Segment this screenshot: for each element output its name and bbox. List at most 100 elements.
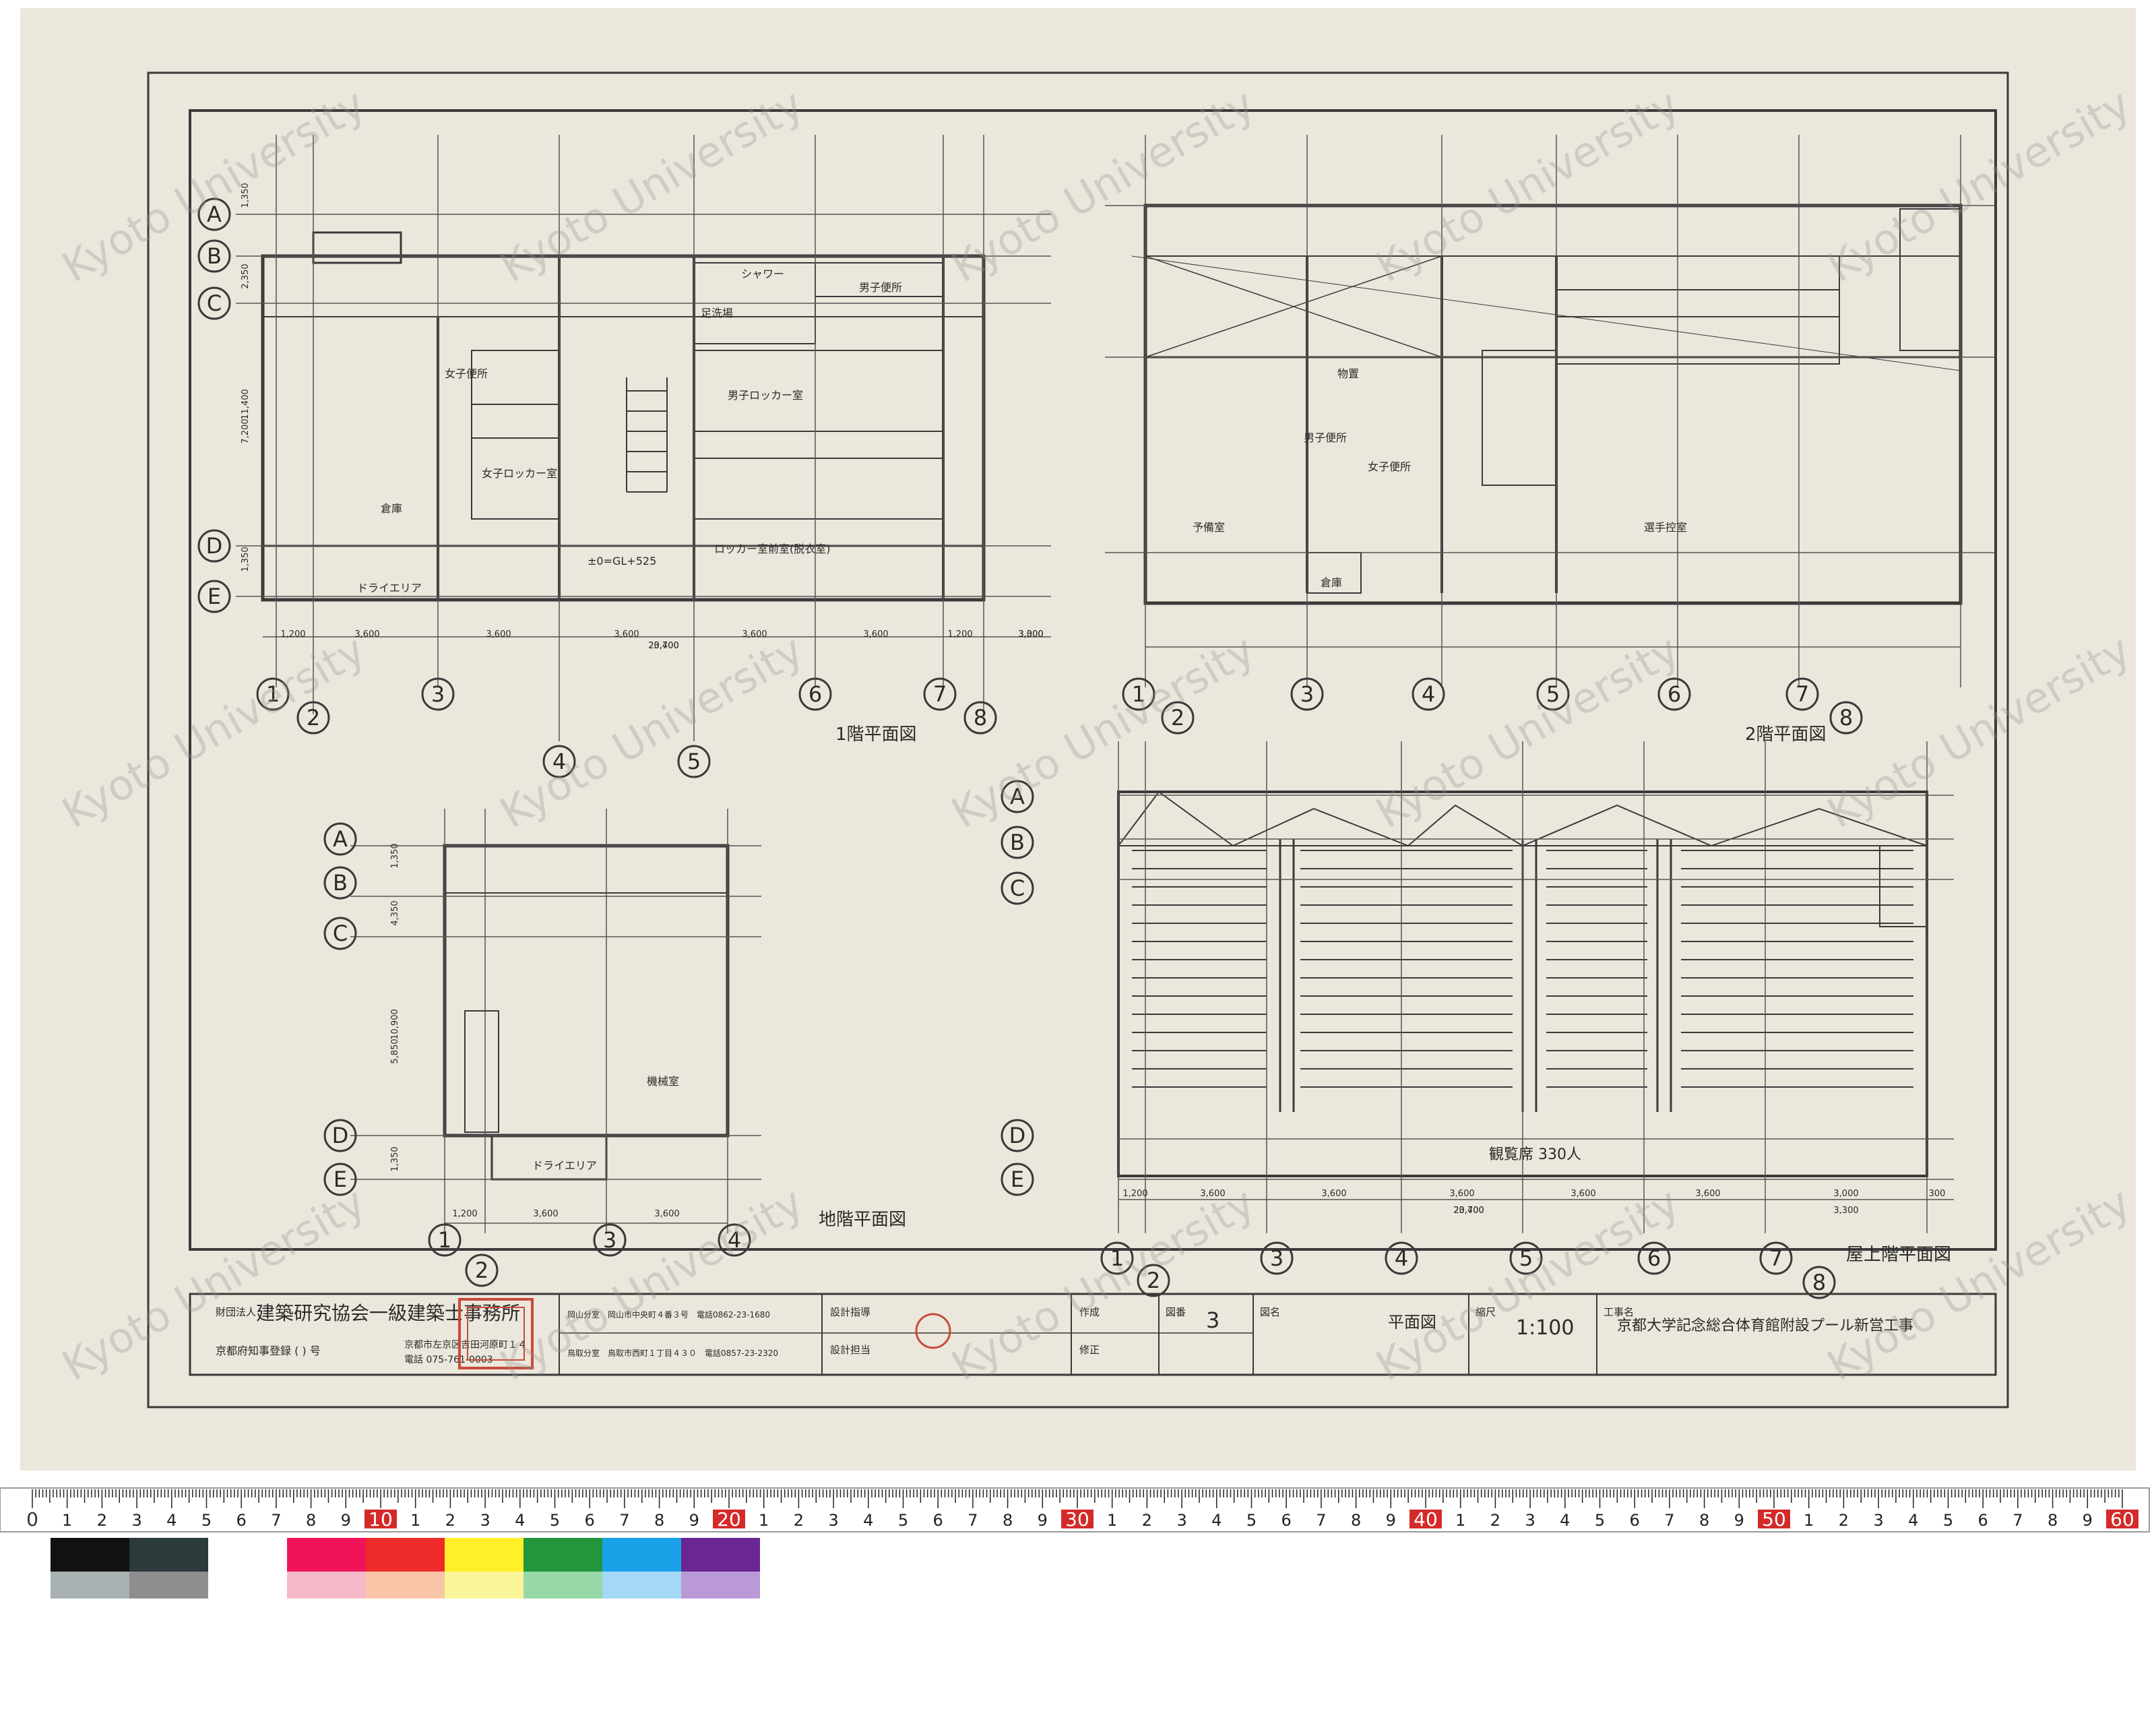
grid-bubble-col-5: 5 <box>1509 1241 1543 1275</box>
svg-text:B: B <box>1010 830 1025 855</box>
ruler-major-label: 20 <box>717 1508 741 1530</box>
dimension-side-basement: 5,850 <box>390 1038 400 1063</box>
swatch-bottom <box>287 1572 366 1599</box>
dimension-roof: 3,600 <box>1695 1189 1720 1199</box>
dimension-roof: 1,200 <box>1122 1189 1147 1199</box>
svg-text:6: 6 <box>808 681 822 707</box>
swatch-bottom <box>524 1572 602 1599</box>
grid-bubble-row-D: D <box>197 529 231 563</box>
ruler-minor-label: 7 <box>1664 1511 1674 1530</box>
color-swatches <box>51 1538 760 1599</box>
ruler-minor-label: 8 <box>1351 1511 1361 1530</box>
ruler-minor-label: 5 <box>550 1511 560 1530</box>
grid-bubble-col-2: 2 <box>465 1253 499 1287</box>
ruler-minor-label: 7 <box>619 1511 629 1530</box>
dimension-side-first: 2,350 <box>241 264 251 288</box>
dimension-roof-total: 20,400 <box>1453 1206 1484 1216</box>
org-prefix: 財団法人 <box>216 1306 256 1318</box>
dimension-basement: 1,200 <box>452 1209 477 1219</box>
dimension-first: 1,200 <box>947 629 972 640</box>
room-dry-area: ドライエリア <box>357 582 422 594</box>
drawing-name-label: 図名 <box>1260 1306 1280 1318</box>
grid-bubble-row-D: D <box>1001 1119 1034 1152</box>
swatch-bottom <box>681 1572 760 1599</box>
grid-bubble-row-B: B <box>197 239 231 273</box>
swatch-bottom <box>445 1572 524 1599</box>
svg-text:6: 6 <box>1668 681 1681 707</box>
dimension-side-basement: 1,350 <box>390 843 400 868</box>
project-label: 工事名 <box>1604 1306 1634 1318</box>
revision-label: 修正 <box>1079 1344 1100 1356</box>
svg-text:E: E <box>208 584 221 609</box>
ruler-minor-label: 7 <box>2012 1511 2023 1530</box>
ruler-minor-label: 8 <box>306 1511 316 1530</box>
drawing-sheet <box>20 8 2136 1470</box>
ruler-minor-label: 5 <box>1943 1511 1953 1530</box>
dimension-roof: 300 <box>1929 1189 1946 1199</box>
ruler-major-box <box>1061 1510 1093 1528</box>
dimension-first-total: 20,400 <box>648 641 679 651</box>
svg-text:3: 3 <box>1270 1245 1283 1271</box>
ruler-minor-label: 6 <box>1281 1511 1292 1530</box>
dimension-first: 3,600 <box>354 629 379 640</box>
ruler-major-box <box>713 1510 745 1528</box>
ruler-major-box <box>364 1510 397 1528</box>
swatch-top <box>129 1538 208 1572</box>
ruler-major-label: 60 <box>2110 1508 2134 1530</box>
ruler-minor-label: 1 <box>1107 1511 1117 1530</box>
grid-bubble-col-5: 5 <box>1536 677 1570 711</box>
room-men-locker: 男子ロッカー室 <box>728 389 803 402</box>
dimension-roof: 3,000 <box>1833 1189 1858 1199</box>
seal-stamp <box>458 1298 951 1369</box>
svg-text:7: 7 <box>1796 681 1809 707</box>
room-dry-area-b: ドライエリア <box>532 1159 597 1172</box>
grid-bubble-row-C: C <box>197 286 231 320</box>
svg-text:6: 6 <box>1647 1245 1661 1271</box>
svg-text:C: C <box>207 290 222 316</box>
grid-bubble-col-6: 6 <box>1657 677 1691 711</box>
grid-bubble-col-8: 8 <box>963 701 997 735</box>
basement-plan <box>350 809 761 1233</box>
swatch-bottom <box>208 1572 287 1599</box>
svg-text:4: 4 <box>1395 1245 1408 1271</box>
svg-text:2: 2 <box>475 1258 488 1283</box>
okayama-office: 岡山分室 岡山市中央町４番３号 電話0862-23-1680 <box>567 1309 770 1320</box>
svg-text:2: 2 <box>1171 705 1184 731</box>
swatch-top <box>602 1538 681 1572</box>
room-men-wc-2f: 男子便所 <box>1304 431 1347 444</box>
grid-bubble-col-2: 2 <box>1137 1264 1170 1297</box>
svg-text:4: 4 <box>1422 681 1435 707</box>
ruler-minor-label: 3 <box>480 1511 490 1530</box>
svg-text:7: 7 <box>933 681 947 707</box>
ruler-major-box <box>2106 1510 2138 1528</box>
ruler-minor-label: 4 <box>166 1511 177 1530</box>
grid-bubble-col-3: 3 <box>1260 1241 1294 1275</box>
ruler-minor-label: 8 <box>1003 1511 1013 1530</box>
grid-bubble-row-D: D <box>323 1119 357 1152</box>
made-by-label: 作成 <box>1079 1306 1100 1318</box>
grid-bubble-col-1: 1 <box>1122 677 1155 711</box>
ruler-minor-label: 3 <box>1525 1511 1535 1530</box>
grid-bubble-row-C: C <box>1001 871 1034 905</box>
grid-bubble-col-1: 1 <box>256 677 290 711</box>
svg-text:2: 2 <box>1147 1268 1160 1293</box>
ruler-minor-label: 3 <box>131 1511 141 1530</box>
ruler-minor-label: 3 <box>1176 1511 1186 1530</box>
swatch-bottom <box>129 1572 208 1599</box>
grid-bubble-col-8: 8 <box>1829 701 1863 735</box>
swatch-top <box>287 1538 366 1572</box>
svg-text:4: 4 <box>552 749 566 774</box>
room-athletes: 選手控室 <box>1644 521 1687 534</box>
ruler-major-label: 30 <box>1065 1508 1089 1530</box>
ruler-minor-label: 7 <box>271 1511 281 1530</box>
svg-text:B: B <box>207 243 222 269</box>
svg-text:3: 3 <box>431 681 445 707</box>
svg-text:C: C <box>333 921 348 946</box>
grid-bubble-col-6: 6 <box>798 677 832 711</box>
svg-text:4: 4 <box>728 1227 741 1253</box>
ruler-minor-label: 8 <box>2048 1511 2058 1530</box>
room-spare: 予備室 <box>1193 521 1225 534</box>
level-base: ±0=GL+525 <box>588 555 656 567</box>
svg-text:A: A <box>333 826 348 852</box>
